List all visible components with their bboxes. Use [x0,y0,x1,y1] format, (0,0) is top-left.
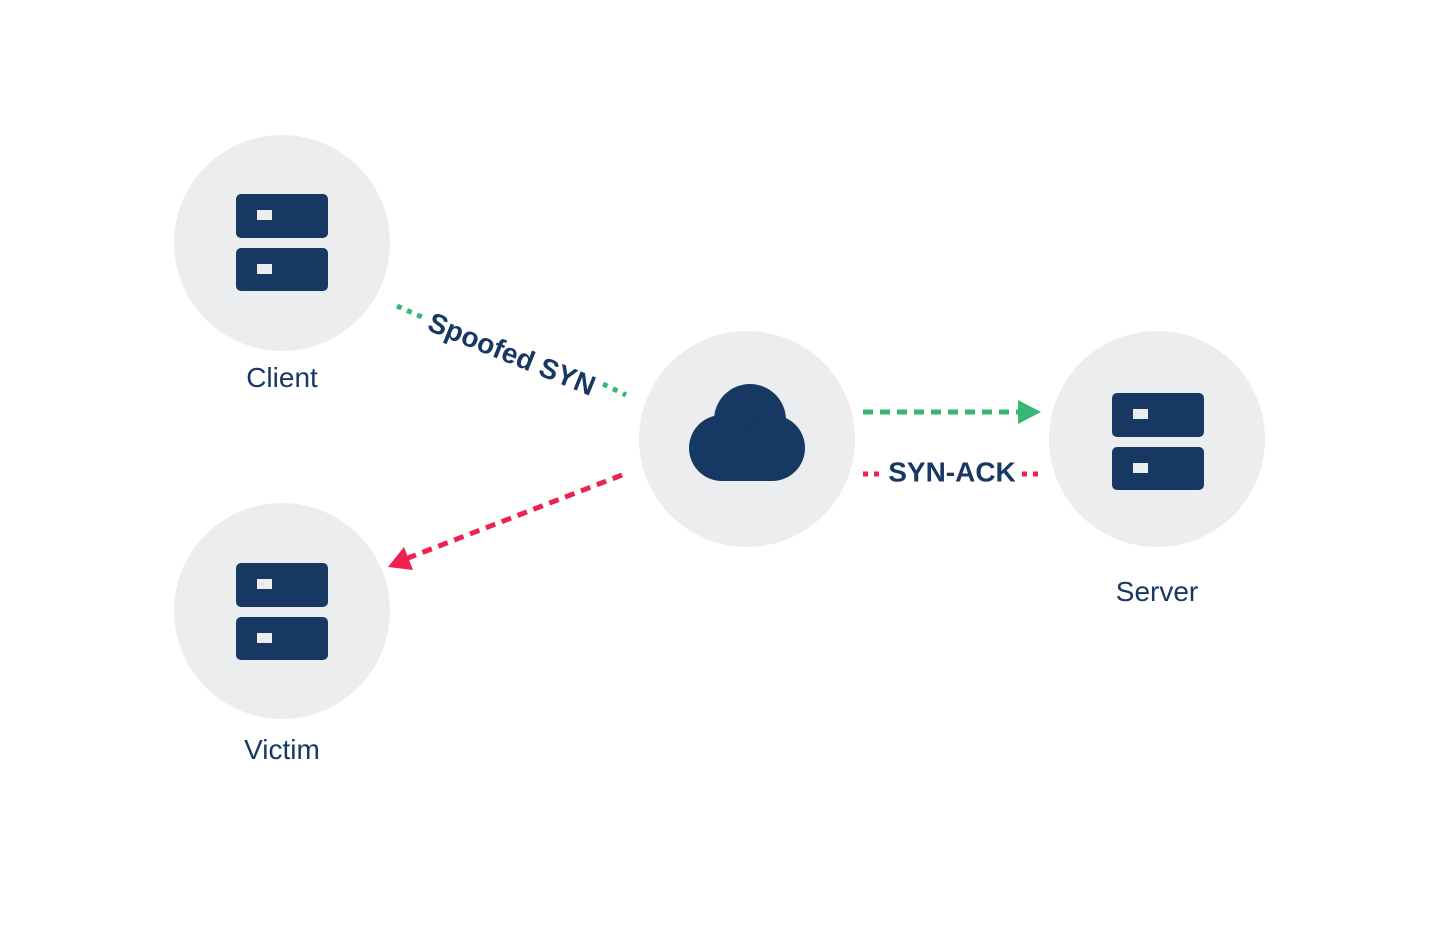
server-icon [1112,393,1204,490]
cloud-to-server-arrow [863,400,1041,424]
server-icon [236,563,328,660]
victim-label: Victim [244,734,320,765]
spoofed-syn-edge: Spoofed SYN [395,303,628,402]
cloud-icon [689,384,805,481]
victim-node [174,503,390,719]
server-icon [236,194,328,291]
syn-ack-edge: SYN-ACK [863,456,1041,487]
syn-ack-label: SYN-ACK [888,456,1016,487]
server-node [1049,331,1265,547]
client-node [174,135,390,351]
server-label: Server [1115,576,1199,607]
cloud-to-victim-arrow [388,472,623,570]
spoofed-syn-label: Spoofed SYN [424,306,600,401]
client-label: Client [246,362,318,393]
